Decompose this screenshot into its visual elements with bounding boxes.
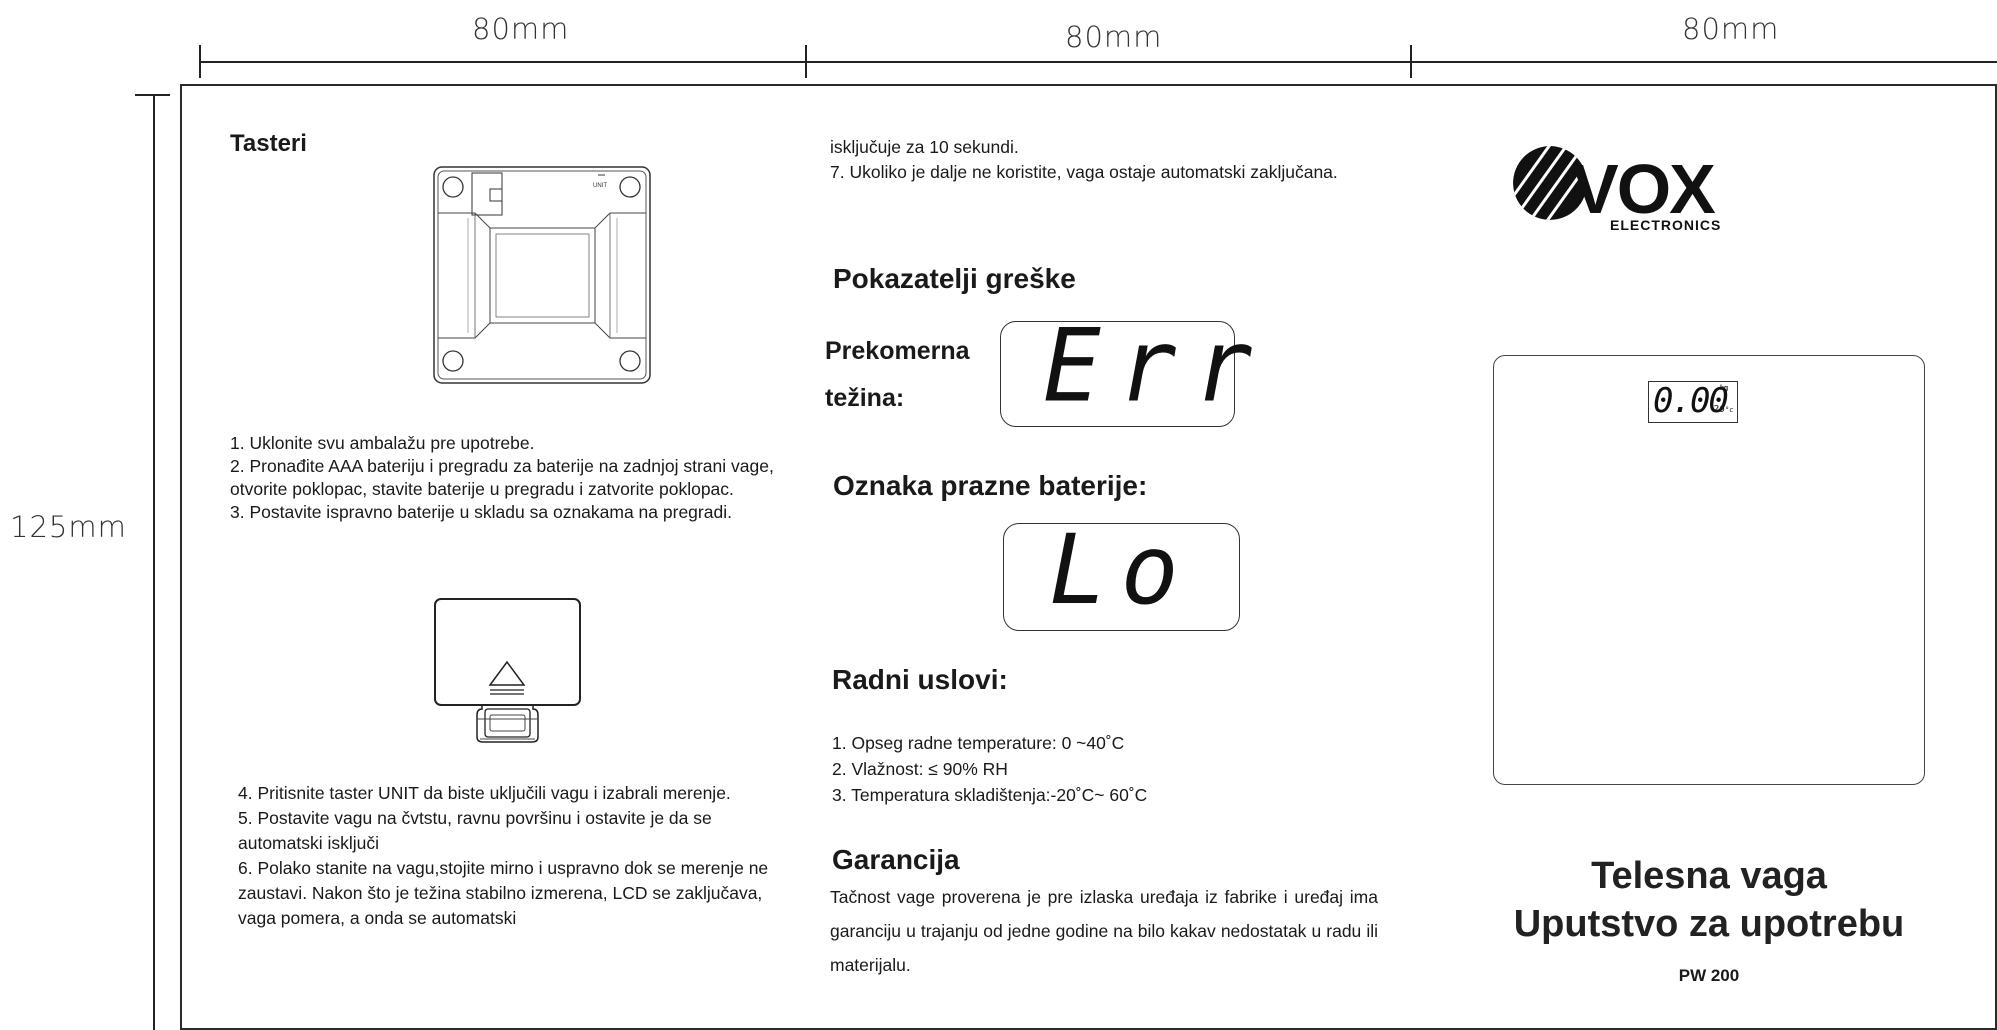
scale-back-illustration: UNIT [433, 166, 651, 384]
operating-conditions-list: 1. Opseg radne temperature: 0 ~40˚C 2. V… [832, 730, 1352, 808]
scale-front-illustration: 0.00 kg 26°c [1493, 355, 1925, 785]
step-6-end: isključuje za 10 sekundi. [830, 137, 1019, 157]
dimension-tick [199, 45, 201, 78]
step-5: 5. Postavite vagu na čvtstu, ravnu površ… [238, 808, 712, 853]
model-number: PW 200 [1678, 966, 1740, 985]
scale-unit: kg [1720, 385, 1729, 392]
step-6: 6. Polako stanite na vagu,stojite mirno … [238, 858, 769, 928]
condition-storage: 3. Temperatura skladištenja:-20˚C~ 60˚C [832, 785, 1148, 805]
dimension-line-horizontal [199, 61, 1997, 63]
heading-tasteri: Tasteri [230, 130, 307, 157]
dimension-tick [135, 94, 170, 96]
dimension-tick [1410, 45, 1412, 78]
title-line-2: Uputstvo za upotrebu [1513, 903, 1905, 945]
dimension-label-height: 125mm [10, 510, 127, 544]
scale-lcd: 0.00 kg 26°c [1648, 381, 1738, 423]
steps-continued: isključuje za 10 sekundi. 7. Ukoliko je … [830, 135, 1350, 185]
warranty-text: Tačnost vage proverena je pre izlaska ur… [830, 887, 1378, 975]
heading-operating-conditions: Radni uslovi: [832, 664, 1008, 695]
product-title: Telesna vaga Uputstvo za upotrebu [1493, 852, 1925, 948]
unit-button-label: UNIT [593, 183, 607, 189]
vox-logo: VOX ELECTRONICS [1513, 146, 1721, 233]
step-1: 1. Uklonite svu ambalažu pre upotrebe. [230, 433, 535, 453]
step-4: 4. Pritisnite taster UNIT da biste uklju… [238, 783, 731, 803]
scale-temp-unit: °c [1725, 406, 1734, 414]
lcd-error-display: Err [1000, 307, 1252, 427]
lcd-low-battery-display: Lo [1003, 514, 1240, 631]
step-7: 7. Ukoliko je dalje ne koristite, vaga o… [830, 162, 1338, 182]
battery-cover-illustration [434, 598, 581, 743]
dimension-tick [805, 45, 807, 78]
title-line-1: Telesna vaga [1591, 855, 1827, 897]
scale-temp-value: 26 [1713, 404, 1726, 415]
dimension-line-vertical [153, 95, 155, 1030]
dimension-label-col2: 80mm [1065, 20, 1163, 54]
heading-error-indicators: Pokazatelji greške [833, 263, 1076, 294]
error-display-text: Err [1043, 307, 1271, 425]
dimension-label-col1: 80mm [472, 12, 570, 46]
step-2: 2. Pronađite AAA bateriju i pregradu za … [230, 456, 774, 499]
steps-part-2: 4. Pritisnite taster UNIT da biste uklju… [238, 781, 783, 931]
leaflet-sheet [180, 84, 1997, 1030]
overload-label-line1: Prekomerna [825, 337, 970, 365]
overload-label-line2: težina: [825, 384, 905, 412]
scale-weight-readout: 0.00 [1653, 381, 1729, 421]
condition-humidity: 2. Vlažnost: ≤ 90% RH [832, 759, 1008, 779]
logo-subtitle: ELECTRONICS [1610, 217, 1721, 233]
step-3: 3. Postavite ispravno baterije u skladu … [230, 502, 732, 522]
scale-temperature: 26°c [1713, 404, 1733, 415]
logo-wordmark: VOX [1572, 150, 1716, 228]
condition-temp: 1. Opseg radne temperature: 0 ~40˚C [832, 733, 1125, 753]
steps-part-1: 1. Uklonite svu ambalažu pre upotrebe. 2… [230, 432, 775, 524]
low-battery-display-text: Lo [1049, 514, 1193, 626]
heading-low-battery: Oznaka prazne baterije: [833, 470, 1148, 501]
heading-warranty: Garancija [832, 844, 960, 875]
dimension-label-col3: 80mm [1682, 12, 1780, 46]
